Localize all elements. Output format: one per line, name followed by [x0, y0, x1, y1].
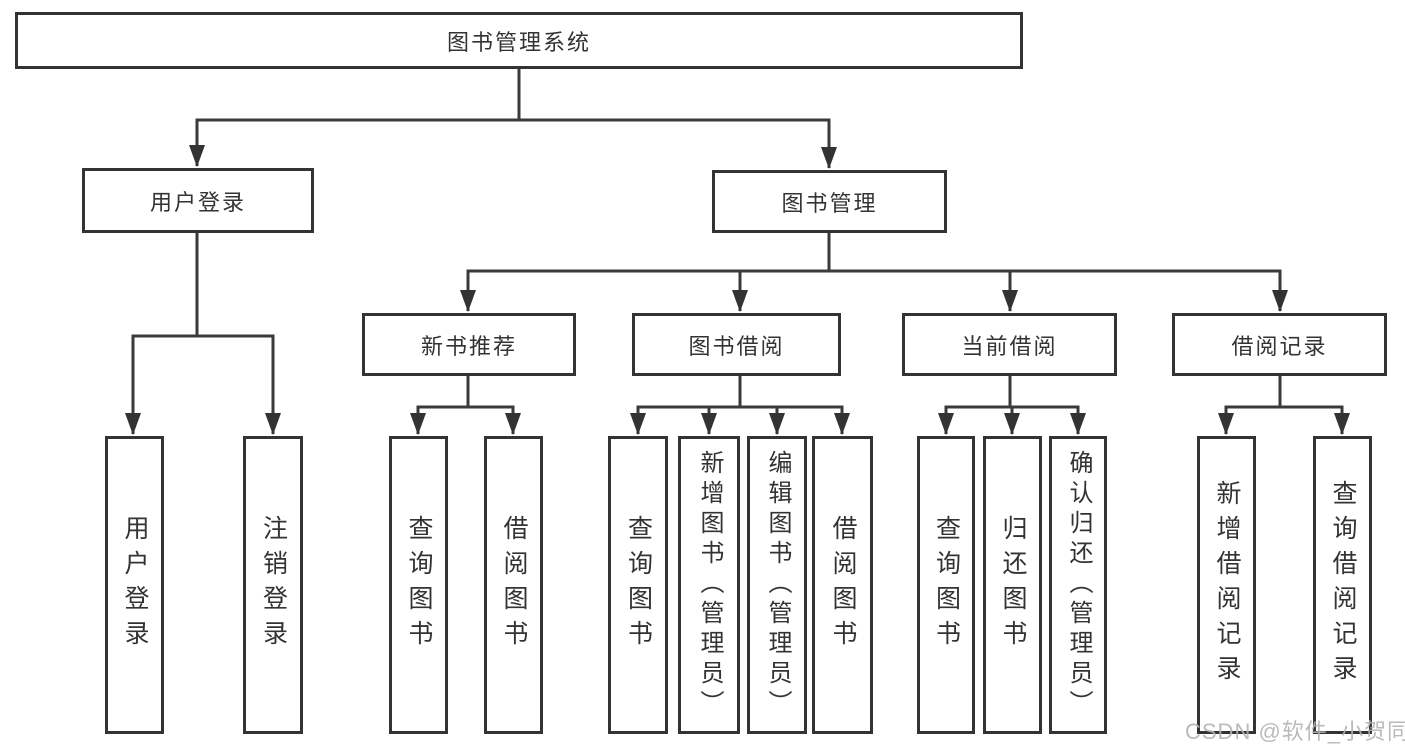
leaf-borrow-book-newrec: 借阅图书 — [484, 436, 543, 734]
leaf-query-borrow-record: 查询借阅记录 — [1313, 436, 1372, 734]
node-book-borrow-label: 图书借阅 — [688, 333, 785, 359]
leaf-borrow-book-borrow: 借阅图书 — [812, 436, 873, 734]
leaf-add-borrow-record: 新增借阅记录 — [1197, 436, 1256, 734]
leaf-user-login: 用户登录 — [105, 436, 164, 734]
leaf-return-book-label: 归还图书 — [999, 515, 1027, 655]
edge-current-borrow-trunk — [944, 374, 1080, 409]
node-book-mgmt-label: 图书管理 — [781, 190, 878, 216]
csdn-watermark: CSDN @软件_小贺同学 — [1185, 719, 1405, 744]
leaf-add-book-admin-label: 新增图书（管理员） — [696, 450, 723, 720]
leaf-add-book-admin: 新增图书（管理员） — [678, 436, 740, 734]
leaf-edit-book-admin-label: 编辑图书（管理员） — [764, 450, 791, 720]
edge-book-mgmt-trunk — [466, 231, 1282, 273]
node-new-book-recommend: 新书推荐 — [362, 313, 576, 376]
node-current-borrow-label: 当前借阅 — [961, 333, 1058, 359]
leaf-query-book-current: 查询图书 — [917, 436, 975, 734]
edge-new-book-rec-trunk — [416, 374, 515, 409]
leaf-edit-book-admin: 编辑图书（管理员） — [747, 436, 807, 734]
edge-book-borrow-trunk — [636, 374, 844, 409]
leaf-confirm-return-admin: 确认归还（管理员） — [1049, 436, 1107, 734]
leaf-borrow-book-newrec-label: 借阅图书 — [500, 515, 528, 655]
edge-user-login-trunk — [131, 231, 275, 338]
node-book-borrow: 图书借阅 — [632, 313, 841, 376]
edge-root-trunk — [195, 67, 831, 122]
leaf-query-book-newrec: 查询图书 — [389, 436, 448, 734]
leaf-confirm-return-admin-label: 确认归还（管理员） — [1065, 450, 1092, 720]
node-user-login-label: 用户登录 — [149, 189, 246, 215]
node-borrow-records: 借阅记录 — [1172, 313, 1387, 376]
node-current-borrow: 当前借阅 — [902, 313, 1117, 376]
node-book-mgmt: 图书管理 — [712, 170, 947, 233]
leaf-query-book-current-label: 查询图书 — [932, 515, 961, 655]
leaf-query-book-newrec-label: 查询图书 — [405, 515, 433, 655]
leaf-query-book-borrow: 查询图书 — [608, 436, 668, 734]
leaf-borrow-book-borrow-label: 借阅图书 — [829, 515, 857, 655]
leaf-add-borrow-record-label: 新增借阅记录 — [1213, 480, 1241, 690]
node-root: 图书管理系统 — [15, 12, 1023, 69]
leaf-query-borrow-record-label: 查询借阅记录 — [1329, 480, 1357, 690]
leaf-query-book-borrow-label: 查询图书 — [624, 515, 653, 655]
node-root-label: 图书管理系统 — [446, 29, 591, 55]
leaf-logout-login-label: 注销登录 — [259, 515, 288, 655]
node-new-book-recommend-label: 新书推荐 — [420, 333, 517, 359]
edge-borrow-records-trunk — [1224, 374, 1344, 409]
leaf-logout-login: 注销登录 — [243, 436, 303, 734]
leaf-return-book: 归还图书 — [983, 436, 1042, 734]
leaf-user-login-label: 用户登录 — [121, 515, 149, 655]
node-borrow-records-label: 借阅记录 — [1231, 333, 1328, 359]
node-user-login: 用户登录 — [82, 168, 314, 233]
